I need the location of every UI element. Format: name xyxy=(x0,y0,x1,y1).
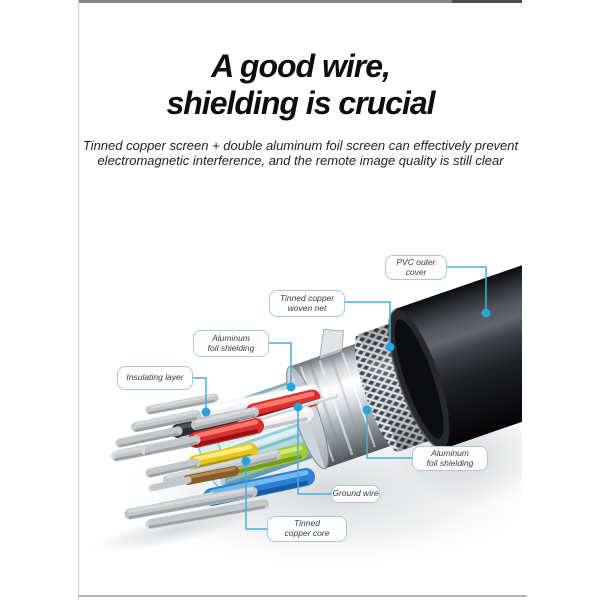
dot-insulating-layer xyxy=(201,407,211,417)
header: A good wire, shielding is crucial Tinned… xyxy=(79,48,522,168)
dot-pvc-outer-cover xyxy=(481,308,491,318)
connector-pvc-outer-cover xyxy=(447,266,487,313)
connector-aluminum-foil-shielding-right xyxy=(366,410,412,459)
callout-label: PVC outer cover xyxy=(396,256,436,277)
callout-label: Aluminum xyxy=(212,332,250,343)
page-title: A good wire, shielding is crucial xyxy=(79,48,522,122)
callout-dots xyxy=(201,308,491,466)
callout-pvc-outer-cover: PVC outer cover xyxy=(385,255,447,280)
connector-tinned-copper-core xyxy=(245,461,267,530)
wire-fan xyxy=(110,384,338,529)
subtitle-line-1: Tinned copper screen + double aluminum f… xyxy=(82,138,519,153)
bare-strand-bottom-2 xyxy=(145,499,269,529)
callout-label: Ground wire xyxy=(332,488,379,499)
red-wire-1 xyxy=(191,389,321,430)
callout-ground-wire: Ground wire xyxy=(331,485,380,503)
callout-aluminum-foil-shielding-left: Aluminum foil shielding xyxy=(193,330,269,357)
bare-strand xyxy=(145,393,219,415)
top-separator-bar-dark-segment xyxy=(452,0,522,3)
red-wire-2 xyxy=(141,418,264,456)
connector-ground-wire xyxy=(297,407,331,495)
bottom-separator-line xyxy=(79,595,527,597)
callout-label: foil shielding xyxy=(426,457,474,468)
connector-insulating-layer xyxy=(193,377,207,412)
callout-label: Tinned xyxy=(294,518,320,529)
page-subtitle: Tinned copper screen + double aluminum f… xyxy=(79,138,522,168)
dot-tinned-copper-core xyxy=(241,456,251,466)
left-border-line xyxy=(78,0,79,600)
connector-tinned-copper-woven-net xyxy=(345,301,391,347)
dot-tinned-copper-woven-net xyxy=(385,342,395,352)
brown-wire xyxy=(148,466,239,492)
callout-aluminum-foil-shielding-right: Aluminum foil shielding xyxy=(412,446,488,471)
subtitle-line-2: electromagnetic interference, and the re… xyxy=(97,152,504,168)
callout-label: woven net xyxy=(287,302,327,313)
dot-ground-wire xyxy=(293,402,303,412)
callout-label: Aluminum xyxy=(431,447,469,458)
title-line-1: A good wire, xyxy=(211,48,391,84)
dot-aluminum-foil-shielding-right xyxy=(362,405,372,415)
callout-label: copper core xyxy=(284,528,330,538)
callout-insulating-layer: Insulating layer xyxy=(117,366,193,390)
title-line-2: shielding is crucial xyxy=(166,85,435,121)
bare-strand-bottom-1 xyxy=(124,486,258,520)
callout-label: Tinned copper xyxy=(279,292,335,303)
callout-connectors xyxy=(193,266,487,530)
dot-aluminum-foil-shielding-left xyxy=(286,382,296,392)
connector-aluminum-foil-shielding-left xyxy=(269,342,292,387)
top-separator-bar xyxy=(79,0,522,3)
callout-tinned-copper-woven-net: Tinned copper woven net xyxy=(269,290,345,317)
callout-label: foil shielding xyxy=(207,342,255,353)
callout-label: Insulating layer xyxy=(126,372,184,383)
yellow-wire xyxy=(145,443,258,478)
callout-tinned-copper-core: Tinned copper core xyxy=(267,516,347,542)
